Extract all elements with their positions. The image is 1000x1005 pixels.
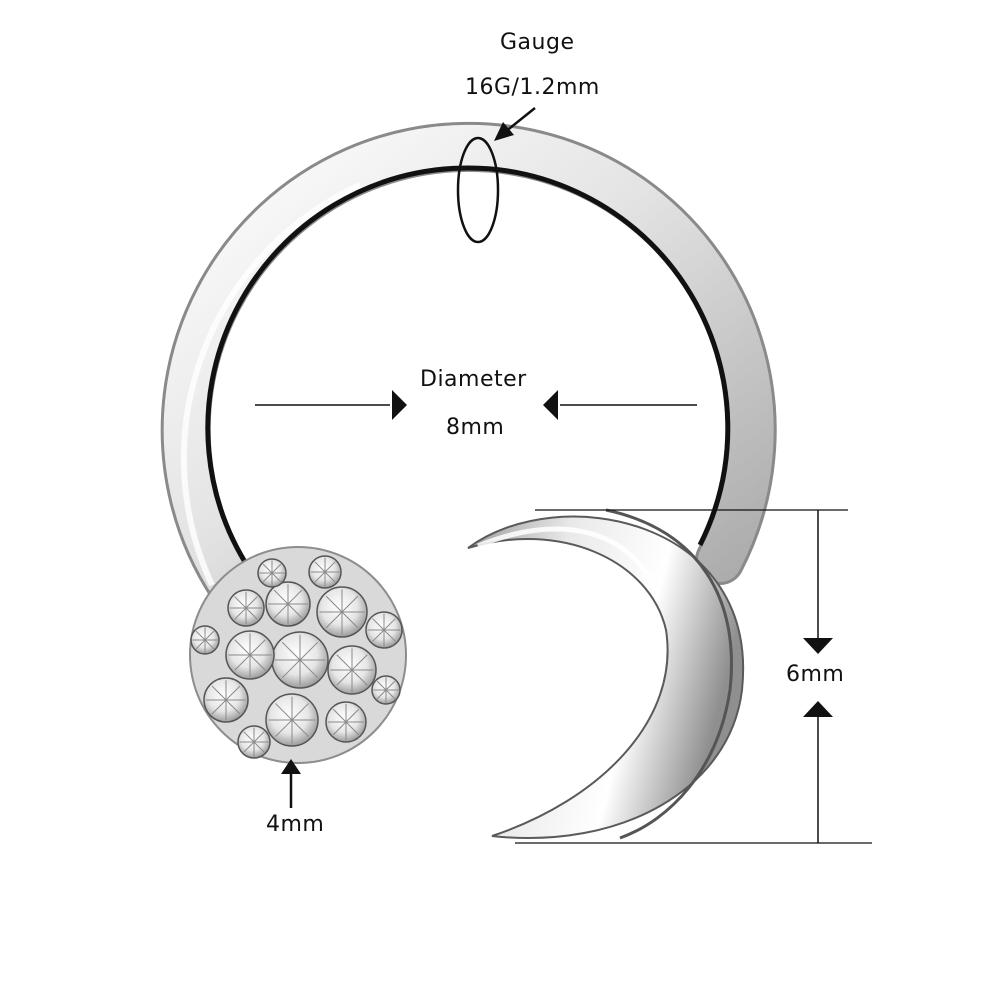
crystal-facet — [204, 639, 215, 650]
crystal-facet — [234, 639, 251, 656]
crystal-facet — [372, 618, 385, 631]
crystal-facet — [324, 561, 336, 573]
diameter-right-arrow-icon — [543, 390, 558, 420]
crystal-facet — [204, 630, 215, 641]
moon-size-value: 6mm — [786, 662, 845, 687]
crystal-facet — [287, 603, 303, 619]
diameter-value: 8mm — [446, 415, 505, 440]
crystal-facet — [234, 607, 247, 620]
crystal-facet — [351, 669, 368, 686]
crystal-facet — [372, 629, 385, 642]
moon-size-marker — [515, 509, 872, 844]
crystal-facet — [262, 572, 273, 583]
crystal-facet — [299, 641, 319, 661]
crystal-ball — [189, 546, 407, 764]
crystal-facet — [325, 595, 343, 613]
gauge-arrow-icon — [494, 122, 514, 141]
crystal-facet — [299, 659, 319, 679]
crystal-facet — [243, 741, 255, 753]
diameter-title: Diameter — [420, 367, 527, 392]
crystal-facet — [249, 639, 266, 656]
crystal-facet — [253, 731, 265, 743]
crystal-facet — [275, 719, 293, 737]
crystal-facet — [314, 571, 326, 583]
crystal-facet — [245, 596, 258, 609]
crystal-facet — [336, 654, 353, 671]
gauge-value: 16G/1.2mm — [465, 75, 600, 100]
moon-size-down-arrow-icon — [803, 638, 833, 654]
crystal-facet — [291, 703, 309, 721]
crystal-facet — [273, 589, 289, 605]
crystal-facet — [383, 629, 396, 642]
crystal-facet — [325, 611, 343, 629]
crystal-facet — [234, 596, 247, 609]
ball-size-marker — [281, 759, 301, 808]
crystal-facet — [249, 654, 266, 671]
crystal-facet — [332, 708, 347, 723]
crystal-facet — [245, 607, 258, 620]
crystal-facet — [345, 721, 360, 736]
crystal-facet — [225, 685, 241, 701]
crystal-facet — [314, 561, 326, 573]
crystal-facet — [383, 618, 396, 631]
crystal-facet — [273, 603, 289, 619]
ring — [160, 121, 777, 610]
ball-size-up-arrow-icon — [281, 759, 301, 774]
gauge-marker — [456, 107, 536, 244]
crystal-facet — [341, 611, 359, 629]
crystal-facet — [336, 669, 353, 686]
crystal-facet — [271, 572, 282, 583]
diameter-left-arrow-icon — [392, 390, 407, 420]
crystal-facet — [253, 741, 265, 753]
crystal-facet — [291, 719, 309, 737]
diameter-marker — [255, 390, 697, 420]
crystal-facet — [234, 654, 251, 671]
crystal-facet — [324, 571, 336, 583]
crystal-facet — [376, 680, 387, 691]
crystal-facet — [376, 689, 387, 700]
crystal-facet — [271, 563, 282, 574]
gauge-title: Gauge — [500, 30, 575, 55]
crystal-facet — [195, 639, 206, 650]
crystal-facet — [385, 680, 396, 691]
crystal-facet — [332, 721, 347, 736]
moon-charm — [467, 508, 745, 840]
crystal-facet — [262, 563, 273, 574]
crystal-facet — [225, 699, 241, 715]
crystal-facet — [195, 630, 206, 641]
moon-size-up-arrow-icon — [803, 701, 833, 717]
crystal-facet — [211, 685, 227, 701]
crystal-facet — [243, 731, 255, 743]
crystal-facet — [275, 703, 293, 721]
crystal-facet — [345, 708, 360, 723]
crystal-facet — [281, 659, 301, 679]
crystal-facet — [287, 589, 303, 605]
crystal-facet — [211, 699, 227, 715]
ball-size-value: 4mm — [266, 812, 325, 837]
crystal-facet — [385, 689, 396, 700]
crystal-facet — [341, 595, 359, 613]
crystal-facet — [351, 654, 368, 671]
crystal-facet — [281, 641, 301, 661]
